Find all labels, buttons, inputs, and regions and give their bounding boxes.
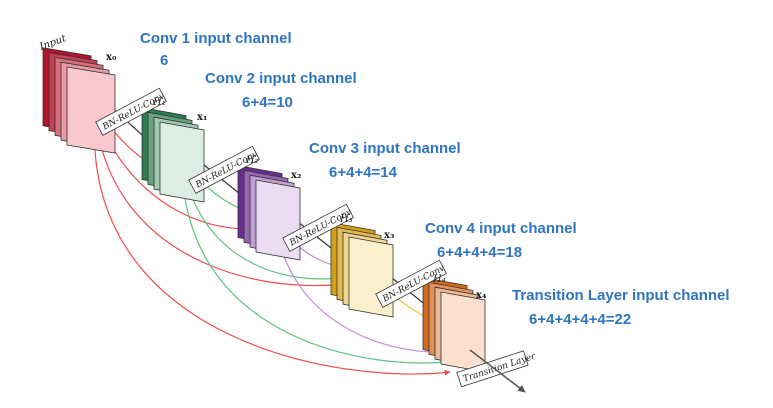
conv3-value: 6+4+4=14 xyxy=(329,164,397,181)
feature-map-sheet xyxy=(66,66,116,154)
transition-value: 6+4+4+4+4=22 xyxy=(529,311,632,328)
composite-label-h2: H₂ xyxy=(245,155,259,166)
block-box xyxy=(95,87,167,136)
dense-connection-arrow-3 xyxy=(94,111,367,287)
composite-label-h3: H₃ xyxy=(339,214,353,225)
feature-label-x3: x₃ xyxy=(384,230,394,241)
feature-map-stacks xyxy=(42,47,486,373)
dense-connection-arrow-9 xyxy=(275,224,449,356)
conv2-title: Conv 2 input channel xyxy=(205,70,357,87)
feature-label-x1: x₁ xyxy=(197,112,207,123)
transition-box xyxy=(456,350,529,388)
conv4-title: Conv 4 input channel xyxy=(425,220,577,237)
conv1-value: 6 xyxy=(160,52,169,69)
block-box xyxy=(282,203,354,252)
block-box xyxy=(375,259,447,308)
composite-label-h1: H₁ xyxy=(152,97,166,108)
conv4-value: 6+4+4+4=18 xyxy=(437,244,523,261)
composite-label-h4: H₄ xyxy=(432,274,446,285)
transition-annotation: Transition Layer input channel 6+4+4+4+4… xyxy=(512,287,730,329)
conv3-annotation: Conv 3 input channel 6+4+4=14 xyxy=(309,140,461,182)
input-stack xyxy=(42,47,116,154)
dense-connection-arrow-7 xyxy=(181,164,448,366)
feature-label-x0: x₀ xyxy=(106,52,117,63)
conv1-title: Conv 1 input channel xyxy=(140,30,292,47)
conv3-title: Conv 3 input channel xyxy=(309,140,461,157)
feature-label-x2: x₂ xyxy=(291,170,301,181)
output-arrow xyxy=(469,349,526,393)
feature-label-x4: x₄ xyxy=(476,290,487,301)
conv1-annotation: Conv 1 input channel 6 xyxy=(140,30,292,70)
transition-title: Transition Layer input channel xyxy=(512,287,730,304)
block-box xyxy=(188,145,260,194)
dense-connection-arrow-4 xyxy=(93,113,451,376)
conv2-value: 6+4=10 xyxy=(242,94,293,111)
feature-map-sheet xyxy=(440,291,486,373)
conv4-annotation: Conv 4 input channel 6+4+4+4=18 xyxy=(425,220,577,262)
conv2-annotation: Conv 2 input channel 6+4=10 xyxy=(205,70,357,112)
h4-stack xyxy=(422,277,486,373)
